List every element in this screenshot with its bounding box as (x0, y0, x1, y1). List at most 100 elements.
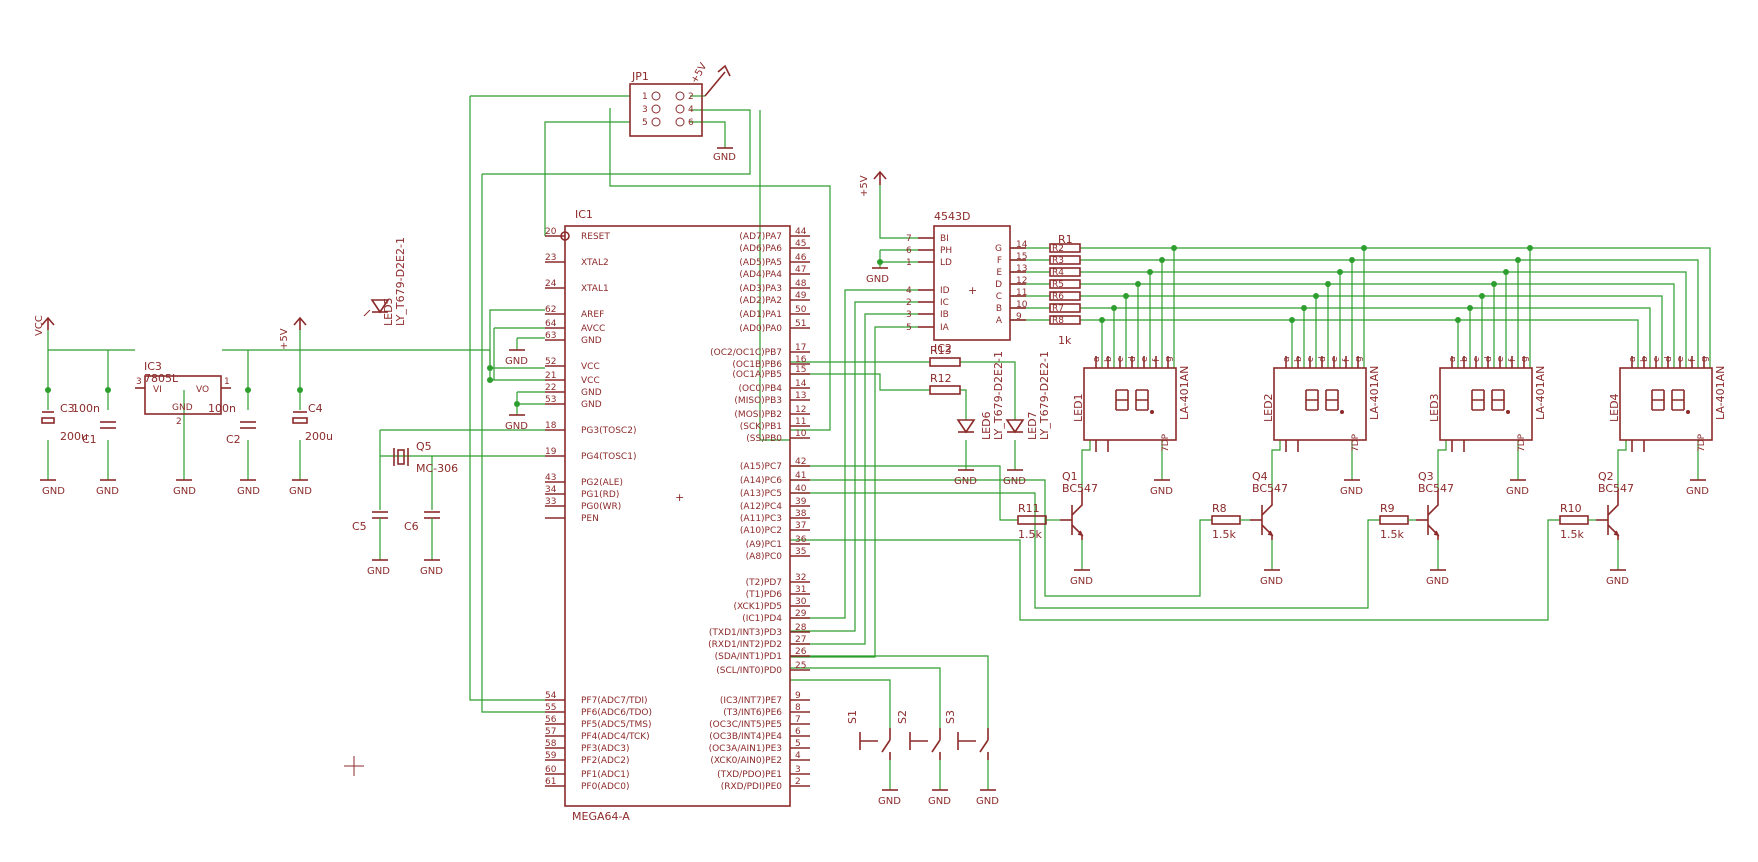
ic1-left-pin-number: 57 (545, 727, 556, 737)
gnd-led6: GND (954, 469, 977, 487)
svg-text:VO: VO (196, 385, 209, 395)
svg-text:GND: GND (713, 152, 736, 163)
display-body (1619, 367, 1713, 441)
ic1-right-pin-label: (XCK1)PD5 (733, 602, 782, 612)
svg-text:LED5: LED5 (382, 297, 395, 326)
svg-text:R1: R1 (1058, 233, 1073, 246)
transistor-value: BC547 (1062, 482, 1098, 495)
display-value: LA-401AN (1368, 366, 1381, 420)
ic1-right-pin-number: 29 (795, 609, 807, 619)
ic1-left-pin-number: 63 (545, 331, 556, 341)
display-pin-label: e (1330, 356, 1340, 362)
led6: LED6 LY_T679-D2E2-1 (956, 351, 1005, 440)
svg-text:GND: GND (1340, 486, 1363, 497)
ic1-right-pin-number: 10 (795, 429, 807, 439)
svg-text:3: 3 (136, 377, 142, 387)
gnd-jp1: GND (713, 147, 736, 163)
svg-text:Q5: Q5 (416, 440, 432, 453)
r1-element (1049, 267, 1081, 277)
base-resistor-name: R8 (1212, 502, 1227, 515)
ic1-right-pin-number: 25 (795, 661, 806, 671)
ic1-right-pin-number: 35 (795, 547, 806, 557)
svg-text:1: 1 (642, 92, 648, 102)
ic1-left-pin-label: PF6(ADC6/TDO) (581, 708, 652, 718)
ic1-left-pin-label: XTAL2 (581, 258, 609, 268)
ic2-right-pin-number: 11 (1016, 288, 1027, 298)
ic1-left-pin-number: 34 (545, 485, 557, 495)
ic1-right-pin-number: 12 (795, 405, 806, 415)
ic2-right-pin-label: F (997, 256, 1002, 266)
display-digit (1491, 389, 1505, 411)
ic1-right-pin-number: 38 (795, 509, 807, 519)
ic1-left-pin-number: 33 (545, 497, 556, 507)
ic1-right-pins: 44(AD7)PA745(AD6)PA646(AD5)PA547(AD4)PA4… (708, 227, 810, 792)
ic1-left-pin-label: PG1(RD) (581, 490, 619, 500)
display-pin-label: f (1152, 358, 1162, 362)
ic2-left-pin-label: IB (940, 310, 949, 320)
ic1-right-pin-label: (OC1A)PB5 (732, 370, 782, 380)
ic1-right-pin-label: (OC3A/AIN1)PE3 (709, 744, 782, 754)
svg-text:MEGA64-A: MEGA64-A (572, 810, 630, 823)
svg-text:IC1: IC1 (575, 208, 593, 221)
base-resistor-value: 1.5k (1560, 528, 1584, 541)
ic1-right-pin-number: 44 (795, 227, 807, 237)
svg-text:200u: 200u (305, 430, 333, 443)
svg-text:GND: GND (928, 796, 951, 807)
svg-text:JP1: JP1 (631, 70, 649, 83)
svg-text:100n: 100n (208, 402, 236, 415)
display-dp (1686, 410, 1690, 414)
transistor-collector (1607, 490, 1619, 516)
switch-name: S3 (944, 710, 957, 724)
display-digit (1115, 389, 1129, 411)
ic1-left-pin-number: 56 (545, 715, 557, 725)
display-pin-label: c (1652, 357, 1662, 362)
ic1-right-pin-label: (T1)PD6 (746, 590, 783, 600)
display-digit (1135, 389, 1149, 411)
ic1-right-pin-number: 46 (795, 253, 807, 263)
ic1-left-pin-number: 19 (545, 447, 557, 457)
ic1-right-pin-number: 9 (795, 691, 801, 701)
ic2-left-pin-number: 5 (906, 323, 912, 333)
svg-text:GND: GND (96, 486, 119, 497)
ic1-right-pin-label: (AD1)PA1 (739, 310, 782, 320)
capacitor-c4: C4 200u (292, 402, 333, 443)
ic1-right-pin-label: (TXD1/INT3)PD3 (709, 628, 782, 638)
svg-text:C3: C3 (60, 402, 75, 415)
base-resistor (1211, 515, 1241, 525)
display-dp-label: 7DP (1517, 433, 1527, 452)
ic1-right-pin-number: 39 (795, 497, 807, 507)
ic2-left-pin-label: IA (940, 323, 950, 333)
ic1-right-pin-number: 28 (795, 623, 807, 633)
ic1-right-pin-number: 51 (795, 319, 806, 329)
ic2-right-pin-number: 15 (1016, 252, 1027, 262)
ic2-left-pin-number: 3 (906, 310, 912, 320)
display-pin-label: c (1116, 357, 1126, 362)
display-name: LED4 (1608, 393, 1621, 422)
display-digit (1325, 389, 1339, 411)
r1-element-label: R4 (1052, 268, 1064, 278)
ic2-right-pin-label: B (996, 304, 1002, 314)
resistor-r13: R13 (929, 344, 961, 367)
gnd-ic2: GND (866, 267, 889, 285)
ic1-right-pin-number: 31 (795, 585, 806, 595)
ic2-left-pin-number: 7 (906, 234, 912, 244)
svg-text:C5: C5 (352, 520, 367, 533)
ic2-right-pin-number: 14 (1016, 240, 1028, 250)
ic3-regulator: IC3 7805L VI VO GND 3 1 2 (135, 360, 231, 427)
ic1-right-pin-label: (AD6)PA6 (739, 244, 782, 254)
ic1-left-pin-number: 58 (545, 739, 557, 749)
transistor-value: BC547 (1598, 482, 1634, 495)
display-digit (1671, 389, 1685, 411)
ic1-right-pin-label: (A10)PC2 (740, 526, 782, 536)
base-resistor (1379, 515, 1409, 525)
svg-text:GND: GND (1003, 476, 1026, 487)
display-pin-label: f (1342, 358, 1352, 362)
ic1-right-pin-label: (A15)PC7 (740, 462, 782, 472)
ic1-left-pin-label: AVCC (581, 324, 605, 334)
ic1-right-pin-label: (SCK)PB1 (740, 422, 782, 432)
display-pin-label: f (1508, 358, 1518, 362)
ic1-left-pin-label: PF4(ADC4/TCK) (581, 732, 650, 742)
ic1-left-pin-label: XTAL1 (581, 284, 609, 294)
